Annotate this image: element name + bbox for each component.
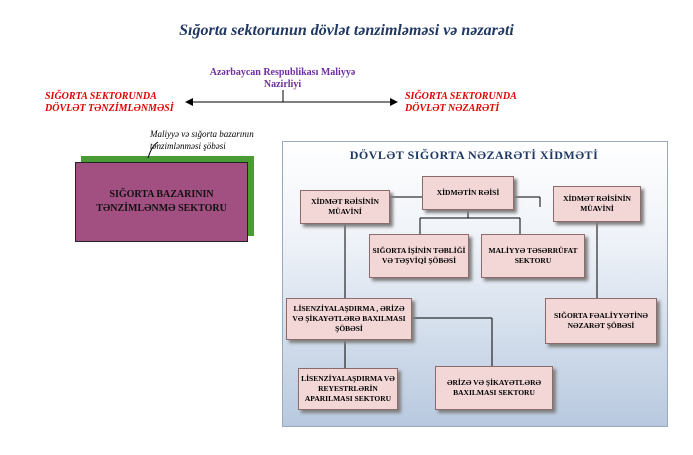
right-supervision-label: SIĞORTA SEKTORUNDA DÖVLƏT NƏZARƏTİ	[405, 91, 517, 114]
page-title: Sığorta sektorunun dövlət tənzimləməsi v…	[179, 22, 514, 39]
regulation-sector-box: SIĞORTA BAZARININ TƏNZİMLƏNMƏ SEKTORU	[75, 162, 248, 242]
department-note: Maliyyə və sığorta bazarının tənzimlənmə…	[150, 129, 254, 151]
left-regulation-label: SIĞORTA SEKTORUNDA DÖVLƏT TƏNZİMLƏNMƏSİ	[45, 91, 174, 114]
activity-supervision-node: SIĞORTA FƏALİYYƏTİNƏ NƏZARƏT ŞÖBƏSİ	[545, 298, 657, 344]
licensing-sector-node: LİSENZİYALAŞDIRMA VƏ REYESTRLƏRİN APARIL…	[298, 368, 398, 410]
propaganda-dept-node: SIĞORTA İŞİNİN TƏBLİĞİ VƏ TƏŞVİQİ ŞÖBƏSİ	[369, 234, 469, 278]
deputy-left-node: XİDMƏT RƏİSİNİN MÜAVİNİ	[300, 190, 390, 224]
supervision-service-title: DÖVLƏT SIĞORTA NƏZARƏTİ XİDMƏTİ	[349, 148, 599, 162]
service-head-node: XİDMƏTİN RƏİSİ	[422, 176, 514, 210]
note-connector	[147, 141, 159, 159]
complaints-sector-node: ƏRİZƏ VƏ ŞİKAYƏTLƏRƏ BAXILMASI SEKTORU	[435, 366, 553, 410]
ministry-label: Azərbaycan Respublikası Maliyyə Nazirliy…	[209, 67, 356, 90]
deputy-right-node: XİDMƏT RƏİSİNİN MÜAVİNİ	[553, 186, 641, 222]
licensing-dept-node: LİSENZİYALAŞDIRMA , ƏRİZƏ VƏ ŞİKAYƏTLƏRƏ…	[286, 298, 412, 340]
finance-sector-node: MALİYYƏ TƏSƏRRÜFAT SEKTORU	[481, 234, 585, 278]
